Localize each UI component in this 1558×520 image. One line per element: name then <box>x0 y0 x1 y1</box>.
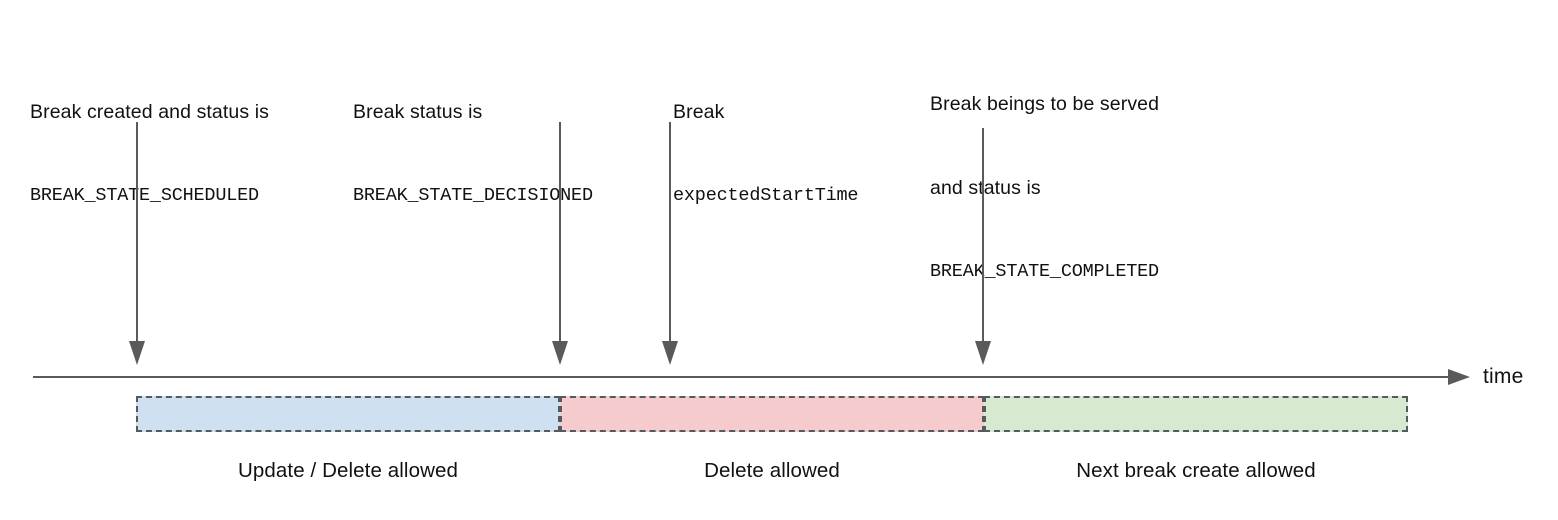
annotation-expected-start-time-line1: Break <box>673 101 725 123</box>
annotation-scheduled: Break created and status is BREAK_STATE_… <box>30 42 269 266</box>
annotation-scheduled-line2: BREAK_STATE_SCHEDULED <box>30 185 259 206</box>
annotation-decisioned-line1: Break status is <box>353 101 483 123</box>
phase-caption-update-delete: Update / Delete allowed <box>238 459 458 482</box>
annotation-completed-line3: BREAK_STATE_COMPLETED <box>930 261 1159 282</box>
phase-bar-next-break-create <box>984 396 1408 432</box>
marker-arrow-expected-start-time <box>662 122 678 365</box>
annotation-completed-line2: and status is <box>930 177 1041 199</box>
phase-caption-next-break-create: Next break create allowed <box>1076 459 1316 482</box>
phase-bar-update-delete <box>136 396 560 432</box>
annotation-expected-start-time: Break expectedStartTime <box>673 42 859 266</box>
phase-bar-delete <box>560 396 984 432</box>
axis-label-time: time <box>1483 365 1524 388</box>
phase-caption-delete: Delete allowed <box>704 459 840 482</box>
annotation-decisioned: Break status is BREAK_STATE_DECISIONED <box>353 42 593 266</box>
annotation-scheduled-line1: Break created and status is <box>30 101 269 123</box>
marker-arrow-completed <box>975 128 991 365</box>
annotation-expected-start-time-line2: expectedStartTime <box>673 185 859 206</box>
annotation-completed: Break beings to be served and status is … <box>930 34 1159 342</box>
annotation-completed-line1: Break beings to be served <box>930 93 1160 115</box>
timeline-axis <box>33 369 1470 385</box>
marker-arrow-decisioned <box>552 122 568 365</box>
marker-arrow-scheduled <box>129 122 145 365</box>
annotation-decisioned-line2: BREAK_STATE_DECISIONED <box>353 185 593 206</box>
